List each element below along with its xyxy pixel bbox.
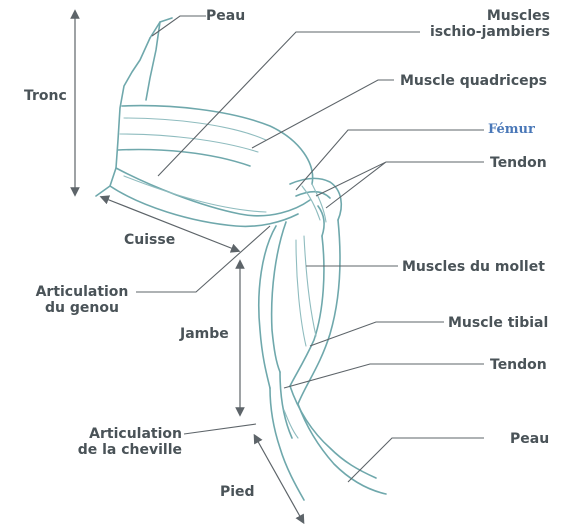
label-cheville-line2: de la cheville (58, 442, 182, 458)
label-articulation-genou: Articulation du genou (28, 284, 136, 316)
label-femur: Fémur (488, 122, 535, 138)
label-tibial: Muscle tibial (448, 315, 548, 331)
label-genou-line2: du genou (28, 300, 136, 316)
femur-leader (296, 130, 484, 190)
label-muscles-ij-line1: Muscles (430, 8, 550, 24)
foot-shape (270, 372, 386, 500)
label-tendon-bottom: Tendon (490, 357, 547, 373)
lower-leg-shape (259, 220, 340, 404)
label-mollet: Muscles du mollet (402, 259, 545, 275)
label-muscles-ischio-jambiers: Muscles ischio-jambiers (430, 8, 550, 40)
label-articulation-cheville: Articulation de la cheville (58, 426, 182, 458)
skin-outline-upper (96, 18, 172, 196)
label-peau-bottom: Peau (510, 431, 549, 447)
peau-bottom-leader (348, 438, 484, 482)
pied-arrow (256, 438, 302, 520)
label-pied: Pied (220, 484, 255, 500)
cheville-leader (184, 424, 256, 434)
label-tronc: Tronc (24, 88, 67, 104)
label-jambe: Jambe (180, 326, 229, 342)
hamstring-leader (158, 32, 420, 176)
label-muscles-ij-line2: ischio-jambiers (430, 24, 550, 40)
tendon-bottom-leader (284, 364, 484, 388)
quadriceps-leader (252, 80, 394, 148)
label-tendon-top: Tendon (490, 155, 547, 171)
quadriceps-muscle-shape (110, 168, 310, 226)
label-cuisse: Cuisse (124, 232, 175, 248)
label-peau-top: Peau (206, 8, 245, 24)
label-cheville-line1: Articulation (58, 426, 182, 442)
hamstring-muscle-shape (118, 106, 313, 184)
label-quadriceps: Muscle quadriceps (400, 73, 547, 89)
label-genou-line1: Articulation (28, 284, 136, 300)
